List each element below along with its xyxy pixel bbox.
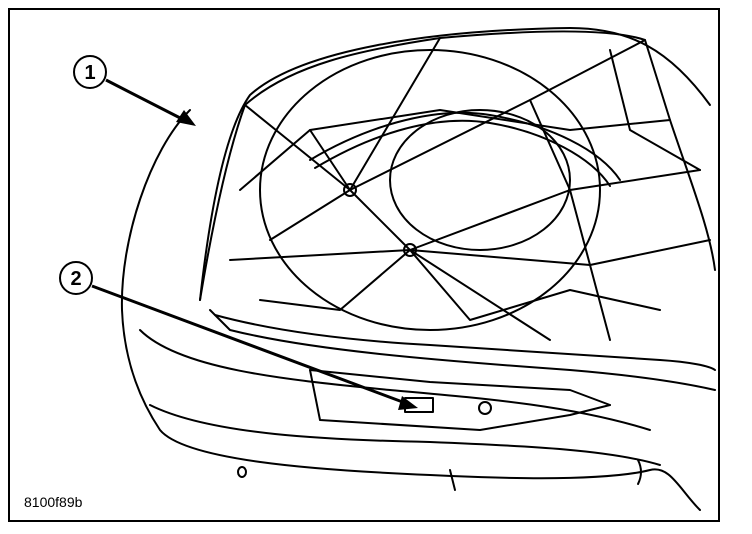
- surface-marker: [637, 459, 642, 485]
- callout-2-number: 2: [70, 268, 81, 290]
- illustration: 1 2: [59, 27, 716, 511]
- bumper-upper-line: [139, 329, 651, 431]
- callout-1-number: 1: [84, 62, 95, 84]
- lamp-connector: [309, 369, 611, 431]
- figure-id-label: 8100f89b: [24, 494, 83, 510]
- callout-2: 2: [59, 261, 418, 410]
- surface-bolt: [237, 466, 247, 478]
- trunk-lid-panel: [199, 30, 716, 371]
- callout-1: 1: [73, 55, 196, 126]
- surface-seam: [449, 469, 456, 491]
- diagram-frame: 1 2 8100f89b: [8, 8, 720, 522]
- trunk-rim-inner: [209, 309, 716, 391]
- trunk-rim: [199, 27, 711, 301]
- bumper-lower-line: [149, 404, 661, 466]
